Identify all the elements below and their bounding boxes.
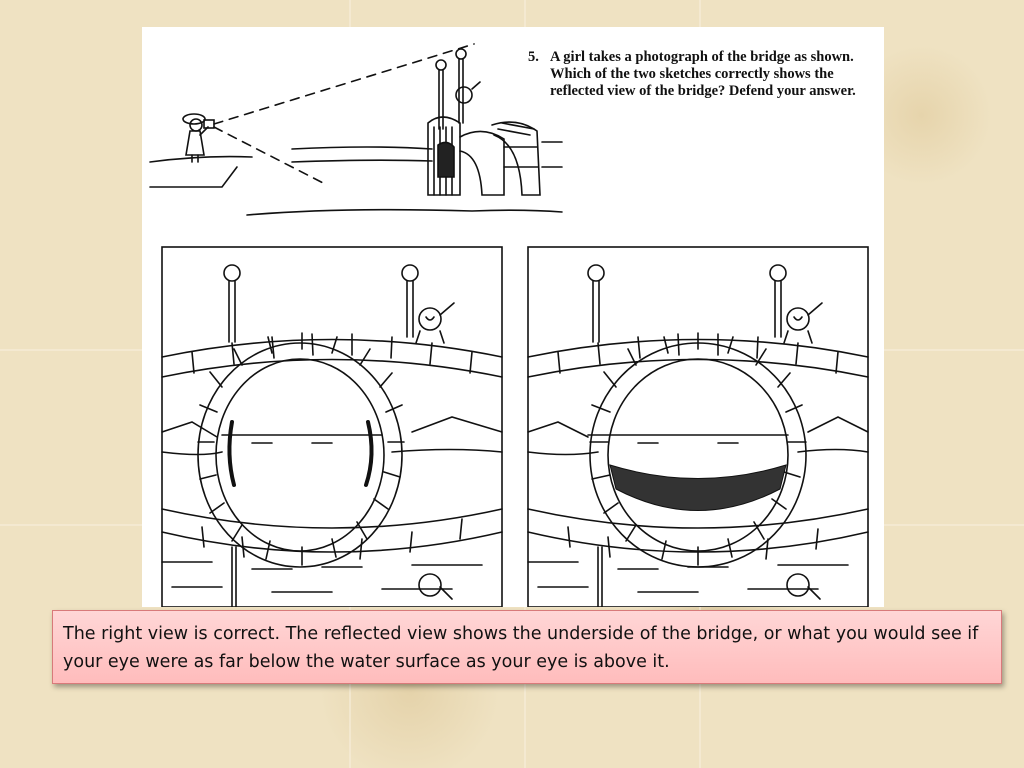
question-text-block: 5. A girl takes a photograph of the brid… <box>528 49 878 100</box>
answer-callout: The right view is correct. The reflected… <box>52 610 1002 684</box>
girl-drawing <box>182 113 215 163</box>
bridge-figure: 5. A girl takes a photograph of the brid… <box>142 27 884 607</box>
question-number: 5. <box>528 49 539 65</box>
left-sketch <box>161 246 503 607</box>
top-scene <box>149 43 563 216</box>
side-bridge-drawing <box>427 116 541 196</box>
right-sketch <box>527 246 869 607</box>
question-text: A girl takes a photograph of the bridge … <box>550 49 856 99</box>
bridge-sketches <box>149 43 869 607</box>
